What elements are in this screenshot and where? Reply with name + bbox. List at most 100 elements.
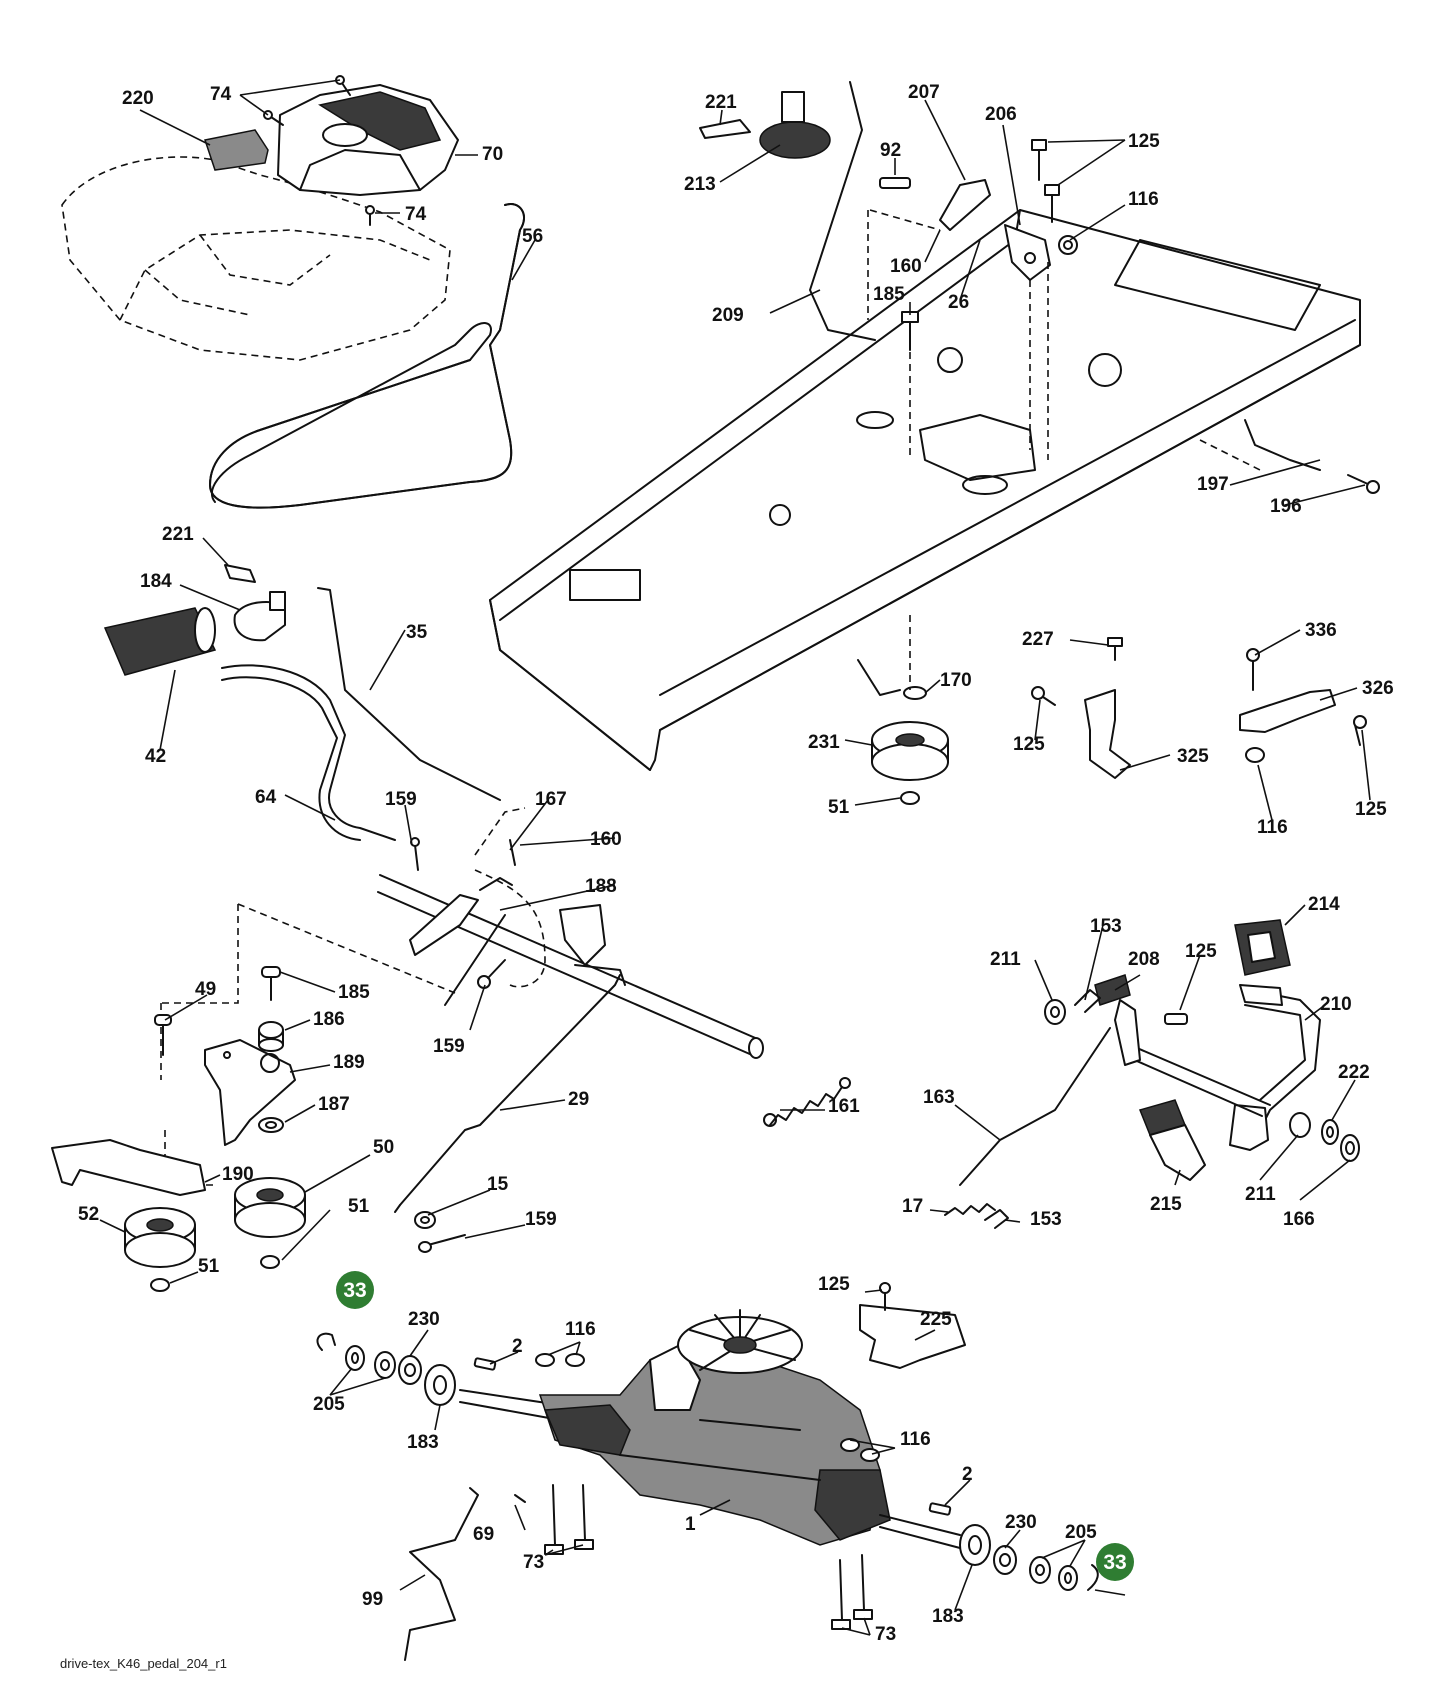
washer-187 <box>258 1117 284 1133</box>
callout-125: 125 <box>1185 941 1217 962</box>
callout-70: 70 <box>482 144 503 165</box>
clip-221-left <box>224 564 256 583</box>
callout-125: 125 <box>1013 734 1045 755</box>
callout-labels: 220 74 70 74 56 221 213 207 92 206 125 1… <box>78 82 1394 1645</box>
nuts-51 <box>150 791 920 1292</box>
callout-215: 215 <box>1150 1194 1182 1215</box>
bolts-73 <box>544 1484 873 1630</box>
rod-170 <box>857 615 927 700</box>
washer-15 <box>414 1211 436 1229</box>
dashed-link-top <box>867 209 1261 471</box>
callout-56: 56 <box>522 226 543 247</box>
callout-153: 153 <box>1030 1209 1062 1230</box>
callout-69: 69 <box>473 1524 494 1545</box>
bolt-336 <box>1246 648 1260 691</box>
callout-99: 99 <box>362 1589 383 1610</box>
callout-49: 49 <box>195 979 216 1000</box>
callout-227: 227 <box>1022 629 1054 650</box>
callout-125: 125 <box>1355 799 1387 820</box>
callout-222: 222 <box>1338 1062 1370 1083</box>
callout-1: 1 <box>685 1514 696 1535</box>
spring-208 <box>1094 974 1131 1006</box>
axle-right <box>879 1514 961 1549</box>
callout-159: 159 <box>433 1036 465 1057</box>
nuts-116-transaxle <box>535 1353 880 1462</box>
screws-74 <box>263 75 375 226</box>
right-axle-parts <box>959 1524 1099 1591</box>
callout-42: 42 <box>145 746 166 767</box>
pedal-215 <box>1138 1099 1206 1181</box>
callout-190: 190 <box>222 1164 254 1185</box>
highlight-badge-33-left: 33 <box>336 1271 374 1309</box>
clip-153-a <box>1074 989 1101 1013</box>
callout-73: 73 <box>875 1624 896 1645</box>
washers-222-166 <box>1321 1119 1360 1162</box>
spacer-186 <box>258 1021 284 1052</box>
rod-29 <box>394 974 621 1213</box>
bushing-211 <box>1044 999 1311 1138</box>
callout-74: 74 <box>405 204 427 225</box>
callout-325: 325 <box>1177 746 1209 767</box>
pin-159-b <box>477 959 506 989</box>
callout-214: 214 <box>1308 894 1340 915</box>
callout-163: 163 <box>923 1087 955 1108</box>
callout-125: 125 <box>818 1274 850 1295</box>
bracket-188-167 <box>409 877 513 1006</box>
callout-51: 51 <box>198 1256 220 1277</box>
bracket-325 <box>1084 689 1131 779</box>
bracket-206 <box>1004 224 1051 281</box>
callout-221: 221 <box>705 92 737 113</box>
shaft-keys-2 <box>473 1357 952 1516</box>
callout-230: 230 <box>408 1309 440 1330</box>
callout-208: 208 <box>1128 949 1160 970</box>
hood-outline <box>61 156 451 361</box>
pin-159-c <box>418 1234 466 1253</box>
callout-35: 35 <box>406 622 428 643</box>
plate-190 <box>51 1139 206 1196</box>
callout-92: 92 <box>880 140 901 161</box>
pedal-bracket <box>559 904 626 986</box>
nut-116-right <box>1245 747 1265 763</box>
callout-116: 116 <box>1128 189 1159 210</box>
callout-74: 74 <box>210 84 232 105</box>
highlight-badge-33-right: 33 <box>1096 1543 1134 1581</box>
clip-221-top <box>699 119 751 139</box>
callout-336: 336 <box>1305 620 1337 641</box>
bolt-125-b <box>1031 686 1056 706</box>
pulley-52 <box>124 1207 196 1268</box>
callout-159: 159 <box>525 1209 557 1230</box>
seat-console-70 <box>277 84 459 196</box>
spring-161 <box>763 1077 851 1127</box>
callout-160: 160 <box>890 256 922 277</box>
callout-206: 206 <box>985 104 1017 125</box>
callout-26: 26 <box>948 292 969 313</box>
bracket-225 <box>859 1282 966 1369</box>
rod-209 <box>809 81 876 341</box>
bolt-185-left <box>261 966 281 1001</box>
pin-160-b <box>509 839 516 866</box>
bolt-227 <box>1107 637 1123 661</box>
callout-225: 225 <box>920 1309 952 1330</box>
callout-209: 209 <box>712 305 744 326</box>
diagram-filename: drive-tex_K46_pedal_204_r1 <box>60 1656 227 1671</box>
callout-167: 167 <box>535 789 567 810</box>
callout-221: 221 <box>162 524 194 545</box>
pulley-231 <box>871 721 949 781</box>
knob-213 <box>759 91 831 159</box>
svg-text:33: 33 <box>1103 1551 1126 1574</box>
callout-73: 73 <box>523 1552 544 1573</box>
main-frame <box>489 209 1361 771</box>
pulley-50 <box>234 1177 306 1238</box>
bolt-196 <box>1347 474 1380 494</box>
callout-153: 153 <box>1090 916 1122 937</box>
bracket-189 <box>204 1039 296 1146</box>
callout-184: 184 <box>140 571 172 592</box>
rod-197 <box>1244 419 1321 471</box>
callout-211: 211 <box>990 949 1021 970</box>
callout-116: 116 <box>565 1319 596 1340</box>
callout-183: 183 <box>932 1606 964 1627</box>
rod-163 <box>959 1027 1111 1186</box>
callout-52: 52 <box>78 1204 99 1225</box>
knob-184 <box>233 591 286 642</box>
left-axle-parts <box>316 1332 456 1406</box>
